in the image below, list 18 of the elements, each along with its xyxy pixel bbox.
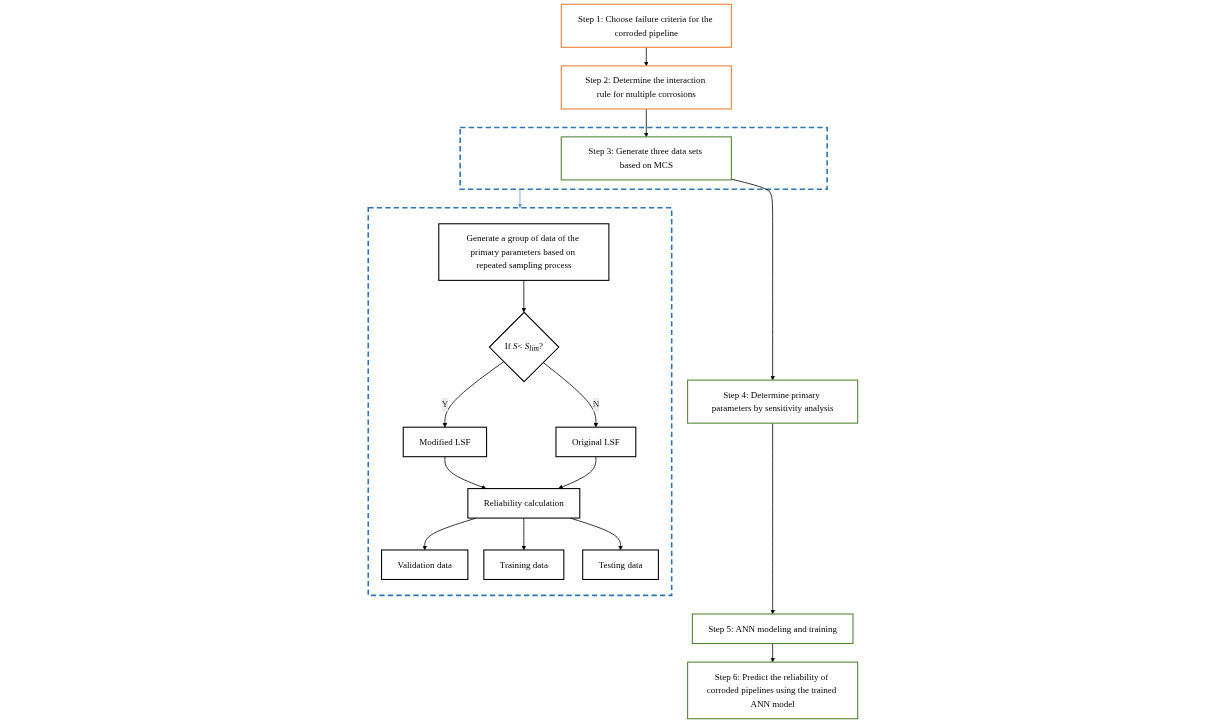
node-box: Training data <box>483 549 565 580</box>
edge-label: N <box>592 399 600 410</box>
node-box: Original LSF <box>555 426 637 458</box>
node-box: Reliability calculation <box>467 488 581 519</box>
node-box: Step 3: Generate three data sets based on MCS <box>560 136 732 181</box>
node-box: Step 6: Predict the reliability of corroded pipelines using the trained ANN model <box>687 661 859 720</box>
node-box: Step 4: Determine primary parameters by sensitivity analysis <box>687 379 859 424</box>
node-box: Step 2: Determine the interaction rule for multiple corrosions <box>560 65 732 110</box>
node-box: Testing data <box>582 549 659 580</box>
node-box: Validation data <box>381 549 469 580</box>
node-diamond: If S< S$_{lim}$? <box>488 311 560 383</box>
node-box: Step 5: ANN modeling and training <box>691 613 854 645</box>
node-box: Step 1: Choose failure criteria for the corroded pipeline <box>560 3 732 48</box>
node-box: Generate a group of data of the primary parameters based on repeated sampling process <box>438 223 610 281</box>
node-box: Modified LSF <box>402 426 488 458</box>
edge-label: Y <box>441 399 449 410</box>
cluster <box>459 126 828 190</box>
cluster <box>367 207 673 597</box>
